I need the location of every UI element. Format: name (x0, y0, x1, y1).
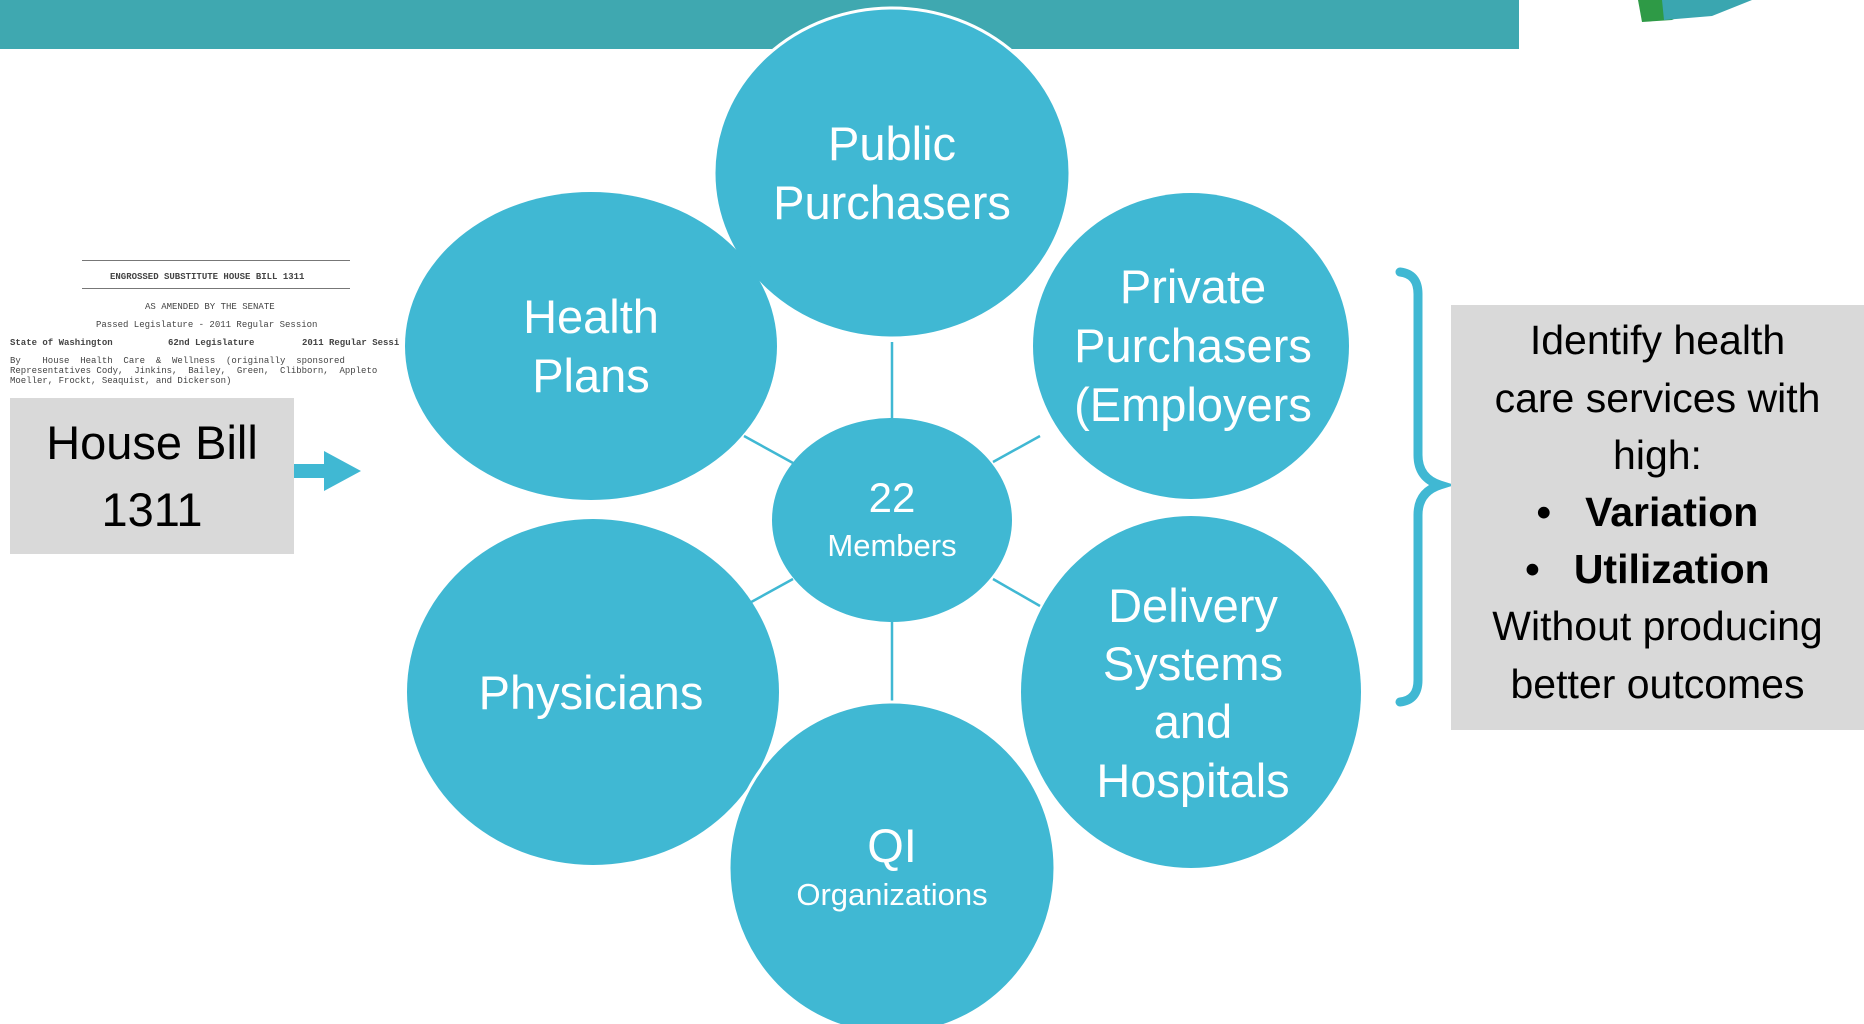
circle-public-purchasers (712, 6, 1072, 340)
health-plans-label-2: Plans (532, 349, 650, 402)
circle-physicians (407, 519, 779, 865)
bill-doc-sponsors-2: Representatives Cody, Jinkins, Bailey, G… (10, 366, 378, 376)
arrow-icon (294, 451, 361, 491)
bullet-icon: • (1525, 546, 1574, 592)
criteria-bullet-utilization: • Utilization (1441, 546, 1854, 593)
delivery-label-3: and (1154, 695, 1232, 748)
logo-icon (1638, 0, 1752, 22)
bill-doc-legislature: 62nd Legislature (168, 338, 255, 348)
circle-delivery-systems (1021, 516, 1361, 868)
house-bill-line-2: 1311 (101, 483, 203, 536)
delivery-label-4: Hospitals (1096, 754, 1289, 807)
house-bill-box: House Bill 1311 (10, 398, 294, 554)
bill-doc-state: State of Washington (10, 338, 113, 348)
public-label-2: Purchasers (773, 176, 1011, 229)
center-members-label: Members (827, 528, 956, 563)
qi-label-1: QI (867, 819, 917, 872)
bill-doc-sponsors-3: Moeller, Frockt, Seaquist, and Dickerson… (10, 376, 232, 386)
bullet-icon: • (1536, 489, 1586, 535)
circle-center-members (772, 418, 1012, 622)
physicians-label: Physicians (479, 666, 704, 719)
private-label-1: Private (1120, 260, 1266, 313)
circle-qi-organizations (727, 700, 1057, 1024)
center-count: 22 (869, 474, 916, 521)
right-brace-icon (1395, 267, 1455, 707)
circle-private-purchasers (1033, 193, 1349, 499)
criteria-variation-label: Variation (1585, 489, 1759, 535)
outcome-criteria-box: Identify health care services with high:… (1451, 305, 1864, 730)
bill-doc-sponsors-1: By House Health Care & Wellness (origina… (10, 356, 345, 366)
private-label-3: (Employers (1074, 378, 1312, 431)
bill-doc-amended: AS AMENDED BY THE SENATE (145, 302, 275, 312)
criteria-bullet-variation: • Variation (1441, 489, 1854, 536)
bill-doc-passed: Passed Legislature - 2011 Regular Sessio… (96, 320, 318, 330)
criteria-line-5: better outcomes (1510, 661, 1805, 707)
criteria-utilization-label: Utilization (1573, 546, 1770, 592)
criteria-line-4: Without producing (1492, 603, 1823, 649)
title-banner (0, 0, 1519, 49)
qi-label-2: Organizations (796, 877, 987, 912)
circle-health-plans (405, 192, 777, 500)
private-label-2: Purchasers (1074, 319, 1312, 372)
bill-doc-title: ENGROSSED SUBSTITUTE HOUSE BILL 1311 (110, 272, 305, 282)
criteria-line-1: Identify health (1529, 317, 1786, 363)
criteria-line-2: care services with (1494, 375, 1821, 421)
delivery-label-2: Systems (1103, 637, 1283, 690)
delivery-label-1: Delivery (1108, 579, 1278, 632)
bill-doc-session: 2011 Regular Sessi (302, 338, 400, 348)
public-label-1: Public (828, 117, 956, 170)
criteria-line-3: high: (1613, 432, 1702, 478)
house-bill-line-1: House Bill (46, 416, 258, 469)
connector-lines (743, 342, 1041, 702)
bill-document-thumbnail: ENGROSSED SUBSTITUTE HOUSE BILL 1311 AS … (0, 250, 410, 410)
health-plans-label-1: Health (523, 290, 659, 343)
